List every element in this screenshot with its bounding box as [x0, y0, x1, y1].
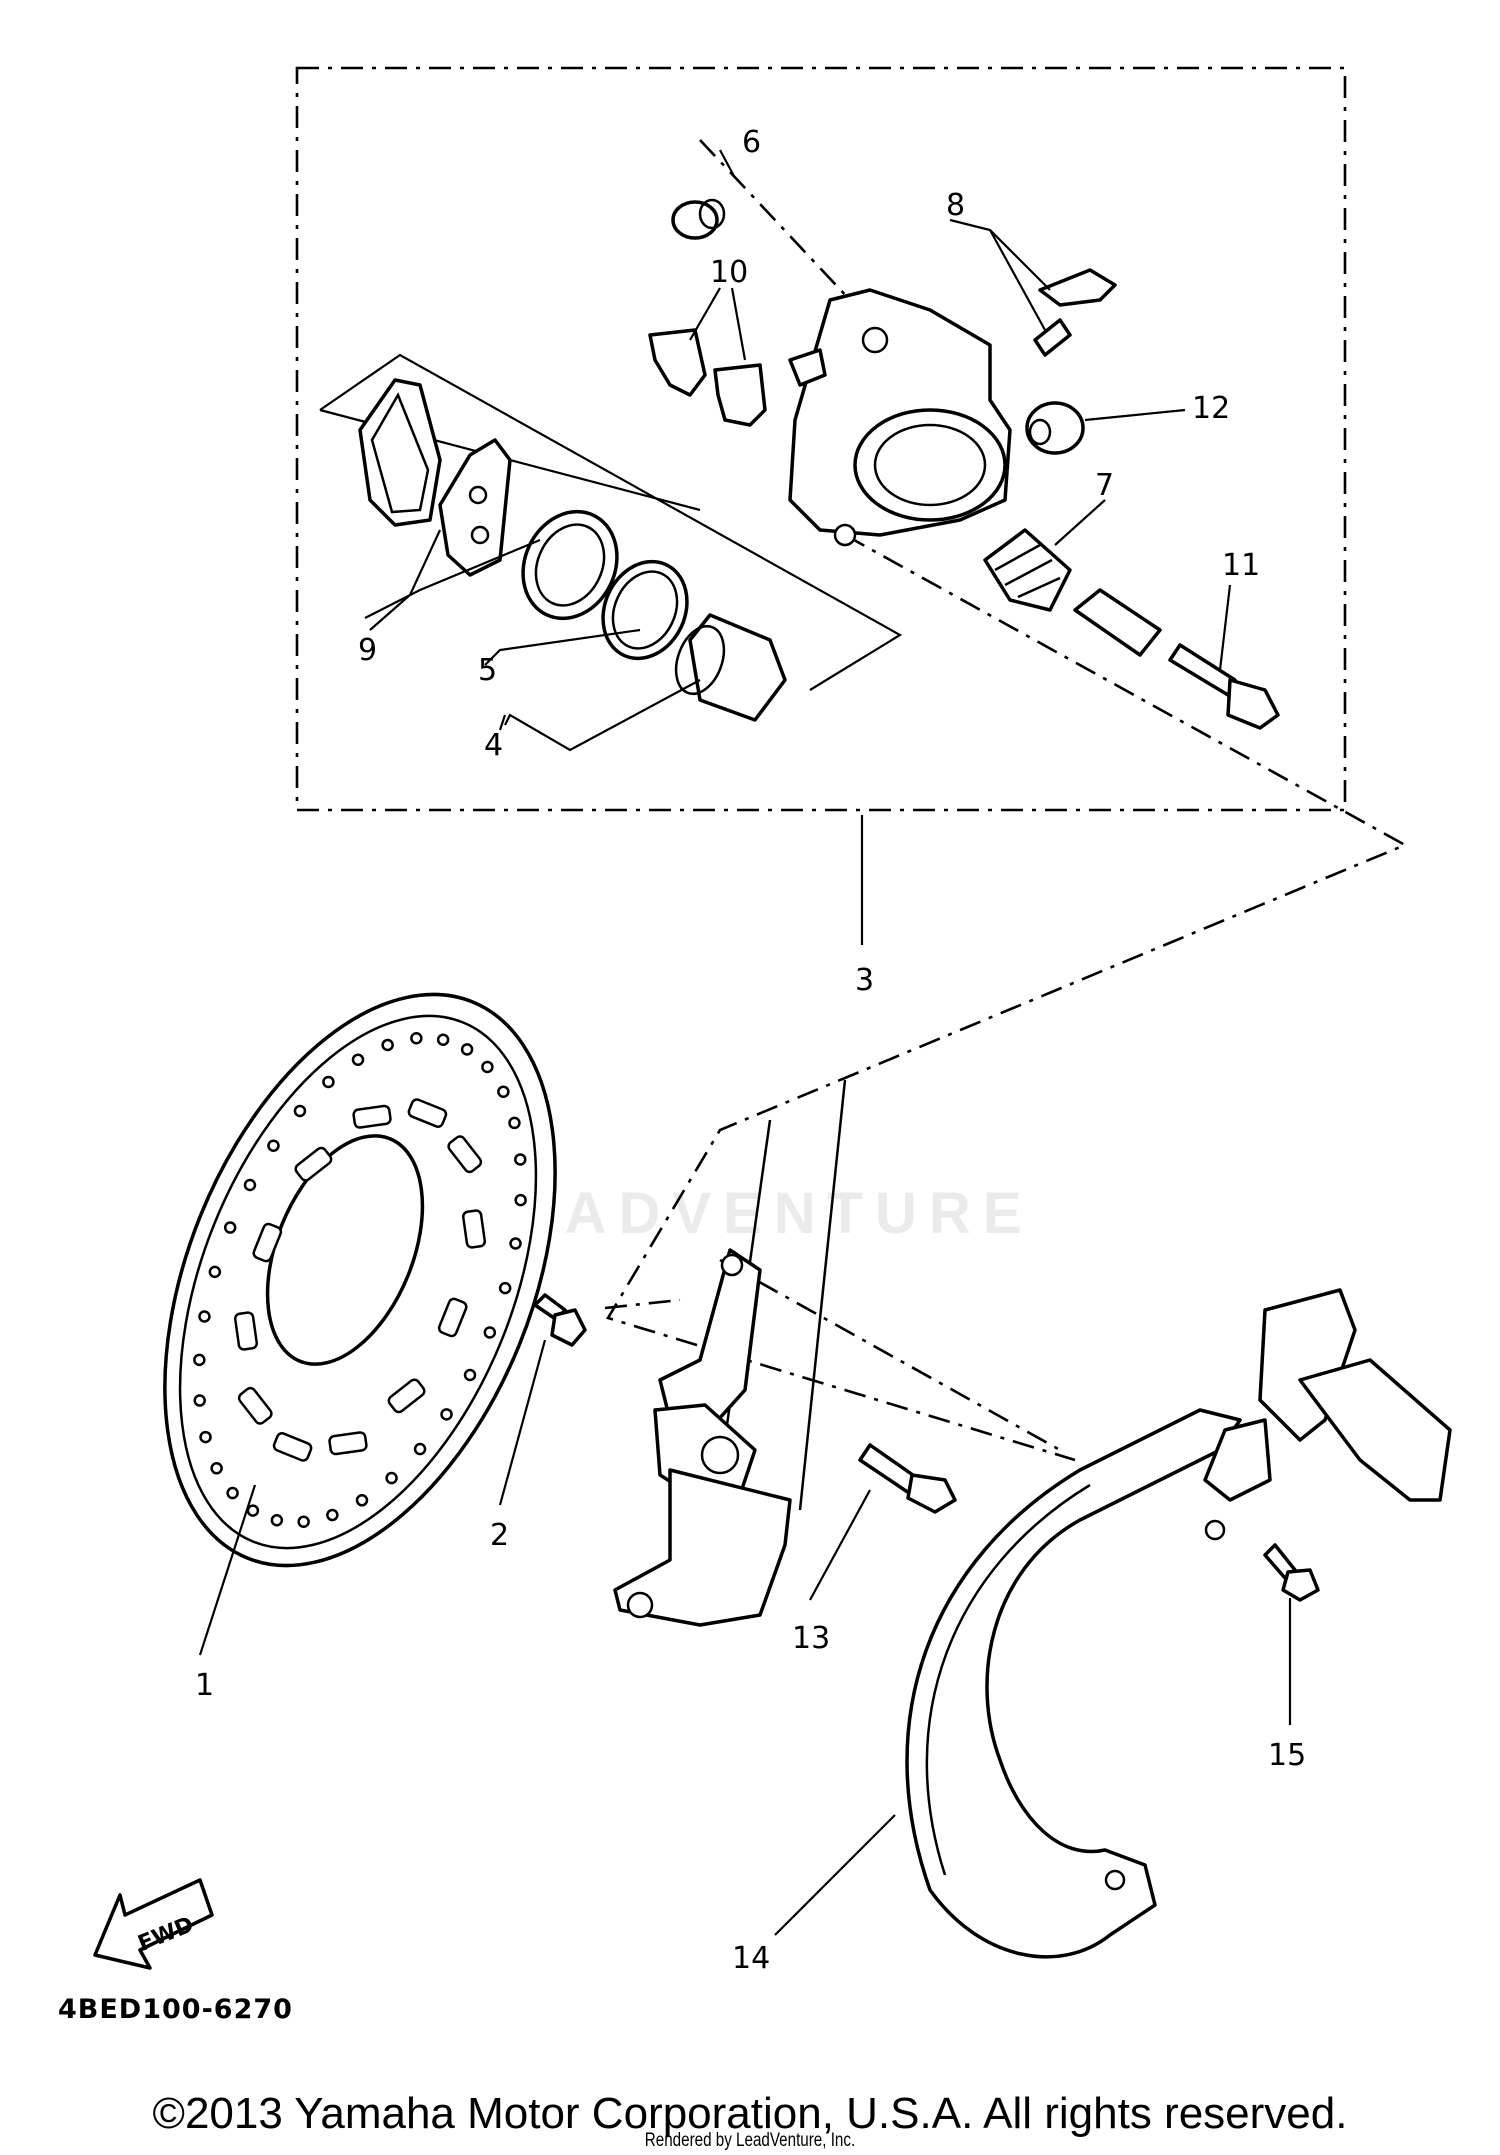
bushing-6 — [671, 198, 726, 240]
disc-drill-hole — [381, 1038, 394, 1052]
label-8: 8 — [946, 188, 965, 223]
disc-drill-hole — [322, 1075, 335, 1089]
disc-drill-hole — [351, 1053, 365, 1066]
disc-drill-hole — [498, 1281, 512, 1295]
disc-drill-hole — [436, 1033, 450, 1046]
disc-drill-hole — [193, 1394, 206, 1407]
disc-vent-slot — [233, 1311, 259, 1351]
bolt-11 — [1168, 643, 1280, 730]
disc-drill-hole — [514, 1153, 527, 1166]
label-13: 13 — [792, 1621, 830, 1656]
pin-sleeve — [1073, 588, 1162, 657]
disc-drill-hole — [293, 1104, 307, 1118]
label-4: 4 — [484, 728, 503, 763]
label-1: 1 — [195, 1668, 214, 1703]
watermark-logo-text: LEADVENTURE — [466, 1181, 1034, 1246]
disc-drill-hole — [270, 1514, 284, 1527]
pad-clips-10 — [648, 328, 767, 427]
disc-drill-hole — [509, 1237, 522, 1250]
disc-drill-hole — [460, 1043, 474, 1056]
disc-drill-hole — [410, 1031, 423, 1045]
disc-drill-hole — [208, 1265, 222, 1279]
fwd-arrow-icon: FWD — [93, 1878, 214, 1970]
disc-vent-slot — [407, 1098, 448, 1128]
disc-drill-hole — [514, 1193, 527, 1207]
disc-drill-hole — [210, 1462, 223, 1475]
bolt-13 — [858, 1443, 957, 1514]
disc-drill-hole — [267, 1139, 280, 1152]
caliper-body — [788, 288, 1012, 547]
disc-vent-slot — [272, 1432, 313, 1462]
disc-cover-14 — [905, 1288, 1452, 1959]
boot-12 — [1025, 401, 1085, 455]
disc-drill-hole — [355, 1494, 369, 1507]
disc-drill-hole — [326, 1508, 339, 1522]
disc-vent-slot — [294, 1146, 333, 1182]
label-15: 15 — [1268, 1738, 1306, 1773]
label-6: 6 — [742, 125, 761, 160]
disc-drill-hole — [246, 1504, 260, 1517]
caliper-assembly-box — [295, 66, 1347, 812]
disc-drill-hole — [413, 1442, 427, 1456]
brake-pad-9b — [438, 438, 512, 577]
piston-4 — [674, 613, 787, 722]
label-12: 12 — [1192, 391, 1230, 426]
label-10: 10 — [710, 255, 748, 290]
label-14: 14 — [732, 1941, 770, 1976]
disc-bolt-2 — [533, 1293, 587, 1347]
disc-vent-slot — [352, 1104, 392, 1129]
bleed-screw-8 — [1033, 268, 1117, 357]
disc-vent-slot — [328, 1431, 368, 1456]
label-3: 3 — [855, 963, 874, 998]
disc-drill-hole — [463, 1368, 477, 1382]
disc-vent-slot — [461, 1209, 487, 1249]
disc-drill-hole — [440, 1408, 453, 1421]
disc-drill-hole — [497, 1085, 510, 1098]
screw-15 — [1263, 1543, 1320, 1602]
disc-vent-slot — [387, 1378, 426, 1414]
disc-drill-hole — [198, 1310, 211, 1323]
disc-vent-slot — [237, 1386, 273, 1425]
disc-drill-hole — [508, 1116, 521, 1130]
disc-drill-hole — [223, 1221, 237, 1234]
disc-drill-hole — [481, 1060, 494, 1074]
piston-seals-5 — [521, 509, 689, 661]
fork-leg — [613, 1079, 847, 1627]
label-11: 11 — [1222, 548, 1260, 583]
disc-vent-slot — [437, 1297, 468, 1338]
rendered-by-text: Rendered by LeadVenture, Inc. — [644, 2130, 856, 2151]
label-9: 9 — [358, 633, 377, 668]
diagram-code: 4BED100-6270 — [58, 1994, 293, 2025]
disc-drill-hole — [193, 1353, 206, 1367]
boot-7 — [983, 528, 1072, 612]
disc-vent-slot — [252, 1222, 283, 1263]
disc-drill-hole — [199, 1430, 212, 1444]
disc-drill-hole — [243, 1178, 257, 1192]
brake-disc-1 — [163, 992, 557, 1568]
disc-drill-hole — [297, 1515, 310, 1529]
label-7: 7 — [1095, 468, 1114, 503]
disc-drill-hole — [385, 1471, 398, 1485]
brake-pad-9a — [358, 378, 442, 527]
copyright-text: ©2013 Yamaha Motor Corporation, U.S.A. A… — [152, 2089, 1348, 2138]
label-5: 5 — [478, 653, 497, 688]
disc-drill-hole — [483, 1326, 497, 1339]
disc-vent-slot — [447, 1135, 483, 1174]
disc-drill-hole — [226, 1486, 239, 1500]
label-2: 2 — [490, 1518, 509, 1553]
